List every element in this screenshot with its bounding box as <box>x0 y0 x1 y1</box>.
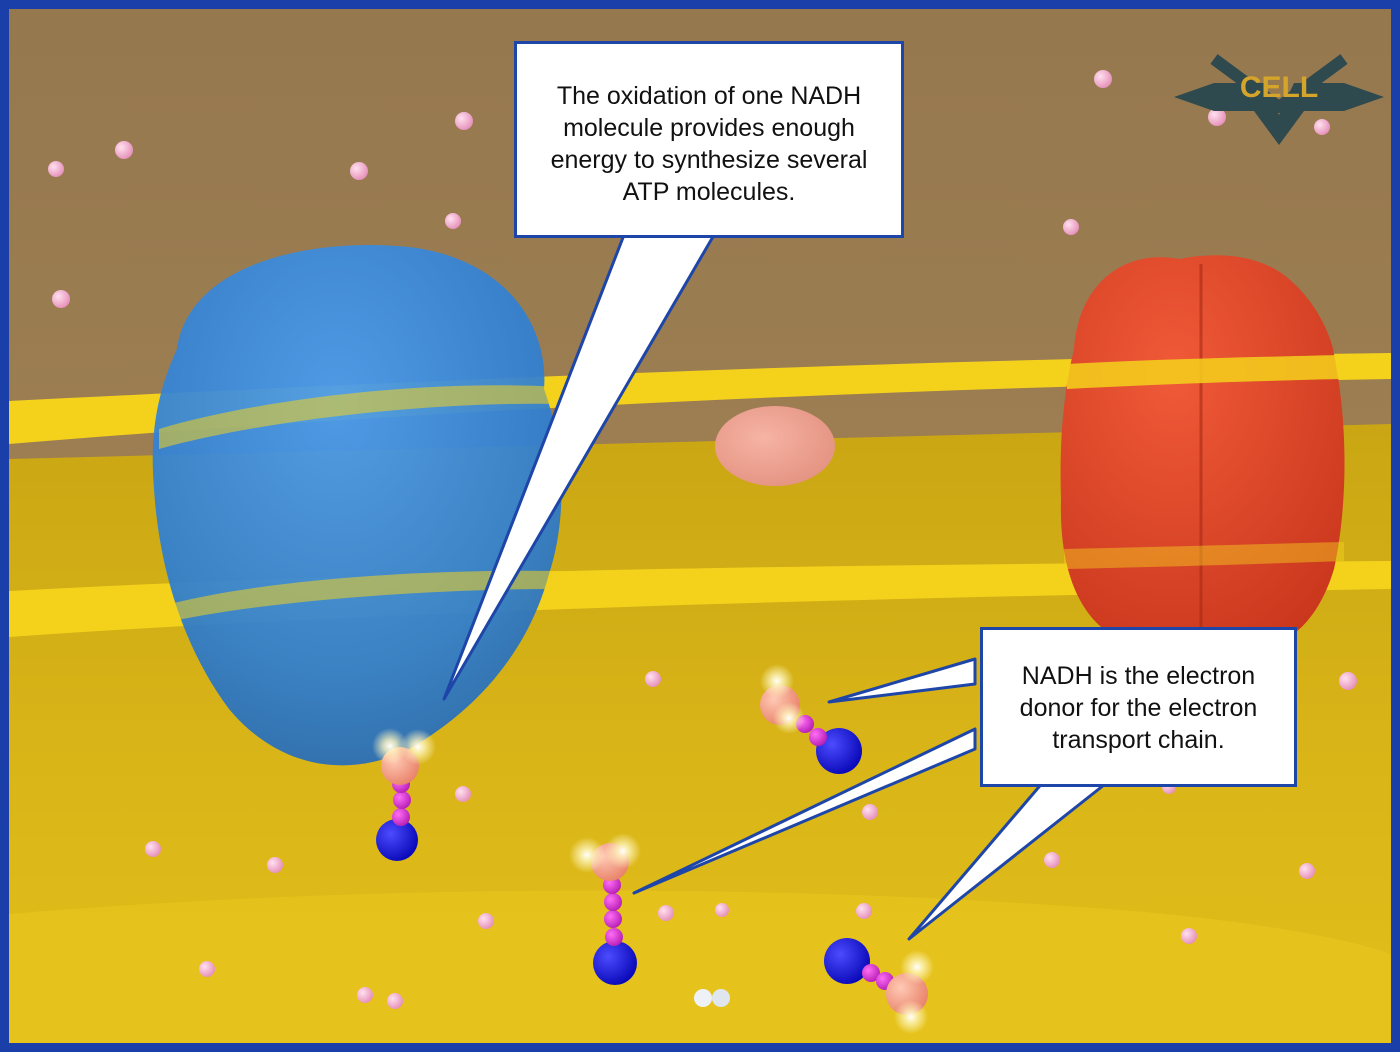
complex-i-blue <box>152 245 562 766</box>
cell-logo-icon: CELL <box>1174 54 1384 145</box>
nadh-molecule-3 <box>569 833 641 985</box>
callout-nadh-oxidation: The oxidation of one NADH molecule provi… <box>514 41 904 238</box>
water-molecule-right <box>712 989 730 1007</box>
inner-fold <box>9 890 1391 1043</box>
logo-text: CELL <box>1240 71 1318 104</box>
nadh-molecule-4 <box>824 938 934 1034</box>
callout-nadh-pointers <box>632 657 1111 941</box>
complex-iii-red <box>1060 255 1345 650</box>
nadh-molecule-2 <box>760 664 862 774</box>
proton-particles <box>48 70 1357 1009</box>
nadh-molecule-1 <box>372 728 436 861</box>
outer-membrane-band <box>9 353 1391 444</box>
callout-electron-donor: NADH is the electron donor for the elect… <box>980 627 1297 787</box>
ubiquinone-blob <box>715 406 835 486</box>
water-molecule-left <box>694 989 712 1007</box>
